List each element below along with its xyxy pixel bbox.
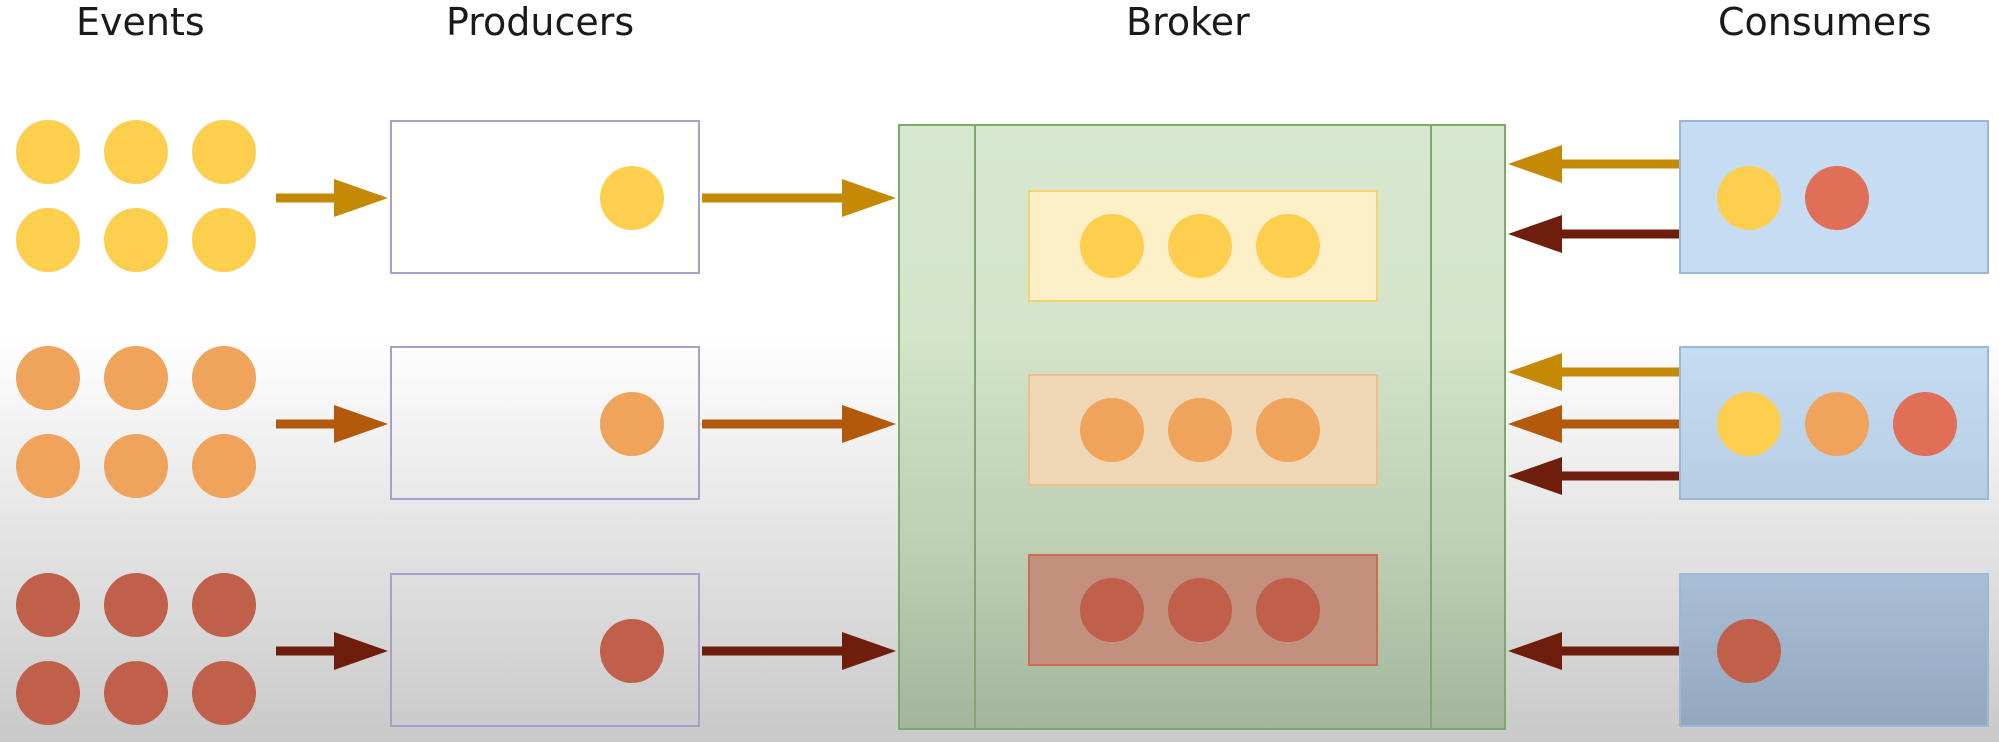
partition-3: [1028, 554, 1378, 666]
producer-to-broker-arrow-head: [842, 632, 896, 670]
broker-left-divider: [974, 126, 976, 728]
producer-to-broker-arrow-head: [842, 179, 896, 217]
partition-3-event-dot: [1168, 578, 1232, 642]
event-dot-yellow: [16, 208, 80, 272]
consumer-to-broker-arrow-head: [1508, 632, 1562, 670]
partition-1-event-dot: [1168, 214, 1232, 278]
producer-1-event-dot: [600, 166, 664, 230]
event-dot-orange: [16, 346, 80, 410]
partition-2-event-dot: [1168, 398, 1232, 462]
event-dot-orange: [192, 346, 256, 410]
producer-box-1: [390, 120, 700, 274]
consumer-1-event-dot: [1717, 166, 1781, 230]
event-dot-orange: [104, 434, 168, 498]
consumer-2-event-dot: [1717, 392, 1781, 456]
partition-3-event-dot: [1256, 578, 1320, 642]
partition-1-event-dot: [1256, 214, 1320, 278]
producer-3-event-dot: [600, 619, 664, 683]
event-dot-red: [192, 573, 256, 637]
event-dot-yellow: [192, 208, 256, 272]
broker-right-divider: [1430, 126, 1432, 728]
event-dot-red: [16, 573, 80, 637]
producer-box-2: [390, 346, 700, 500]
event-dot-yellow: [16, 120, 80, 184]
partition-2-event-dot: [1256, 398, 1320, 462]
event-dot-red: [192, 661, 256, 725]
partition-2-event-dot: [1080, 398, 1144, 462]
partition-1: [1028, 190, 1378, 302]
event-to-producer-arrow-head: [334, 405, 388, 443]
event-dot-yellow: [104, 120, 168, 184]
event-dot-orange: [192, 434, 256, 498]
event-to-producer-arrow-head: [334, 632, 388, 670]
events-heading: Events: [76, 0, 205, 44]
consumer-2-event-dot: [1805, 392, 1869, 456]
consumer-2-event-dot: [1893, 392, 1957, 456]
event-dot-red: [104, 661, 168, 725]
broker-heading: Broker: [1126, 0, 1250, 44]
event-dot-yellow: [104, 208, 168, 272]
producers-heading: Producers: [446, 0, 635, 44]
partition-1-event-dot: [1080, 214, 1144, 278]
partition-2: [1028, 374, 1378, 486]
producer-to-broker-arrow-head: [842, 405, 896, 443]
producer-2-event-dot: [600, 392, 664, 456]
consumer-to-broker-arrow-head: [1508, 145, 1562, 183]
event-dot-orange: [104, 346, 168, 410]
consumer-to-broker-arrow-head: [1508, 353, 1562, 391]
consumer-box-3: [1679, 573, 1989, 727]
consumer-3-event-dot: [1717, 619, 1781, 683]
broker-box: [898, 124, 1506, 730]
event-to-producer-arrow-head: [334, 179, 388, 217]
event-dot-orange: [16, 434, 80, 498]
consumer-to-broker-arrow-head: [1508, 457, 1562, 495]
consumers-heading: Consumers: [1718, 0, 1932, 44]
partition-3-event-dot: [1080, 578, 1144, 642]
consumer-box-1: [1679, 120, 1989, 274]
event-dot-yellow: [192, 120, 256, 184]
consumer-to-broker-arrow-head: [1508, 405, 1562, 443]
producer-box-3: [390, 573, 700, 727]
consumer-box-2: [1679, 346, 1989, 500]
event-dot-red: [16, 661, 80, 725]
event-dot-red: [104, 573, 168, 637]
consumer-1-event-dot: [1805, 166, 1869, 230]
consumer-to-broker-arrow-head: [1508, 215, 1562, 253]
